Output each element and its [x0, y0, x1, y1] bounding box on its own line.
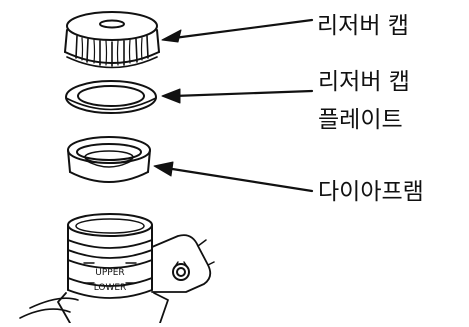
upper-marking: UPPER — [95, 268, 124, 278]
reservoir-body: UPPER LOWER — [19, 213, 215, 324]
lower-marking: LOWER — [94, 283, 127, 293]
arrow-diaphragm — [153, 161, 314, 193]
reservoir-cap-label: 리저버 캡 — [317, 13, 409, 39]
reservoir-cap-plate-label-line2: 플레이트 — [318, 107, 403, 133]
reservoir-cap-plate-label-line1: 리저버 캡 — [318, 69, 410, 95]
reservoir-cap — [64, 11, 160, 69]
reservoir-cap-plate — [65, 80, 157, 114]
arrow-reservoir-cap-plate — [161, 88, 314, 104]
diaphragm-label: 다이아프램 — [318, 179, 424, 205]
diaphragm — [67, 136, 151, 183]
arrow-reservoir-cap — [161, 18, 314, 43]
